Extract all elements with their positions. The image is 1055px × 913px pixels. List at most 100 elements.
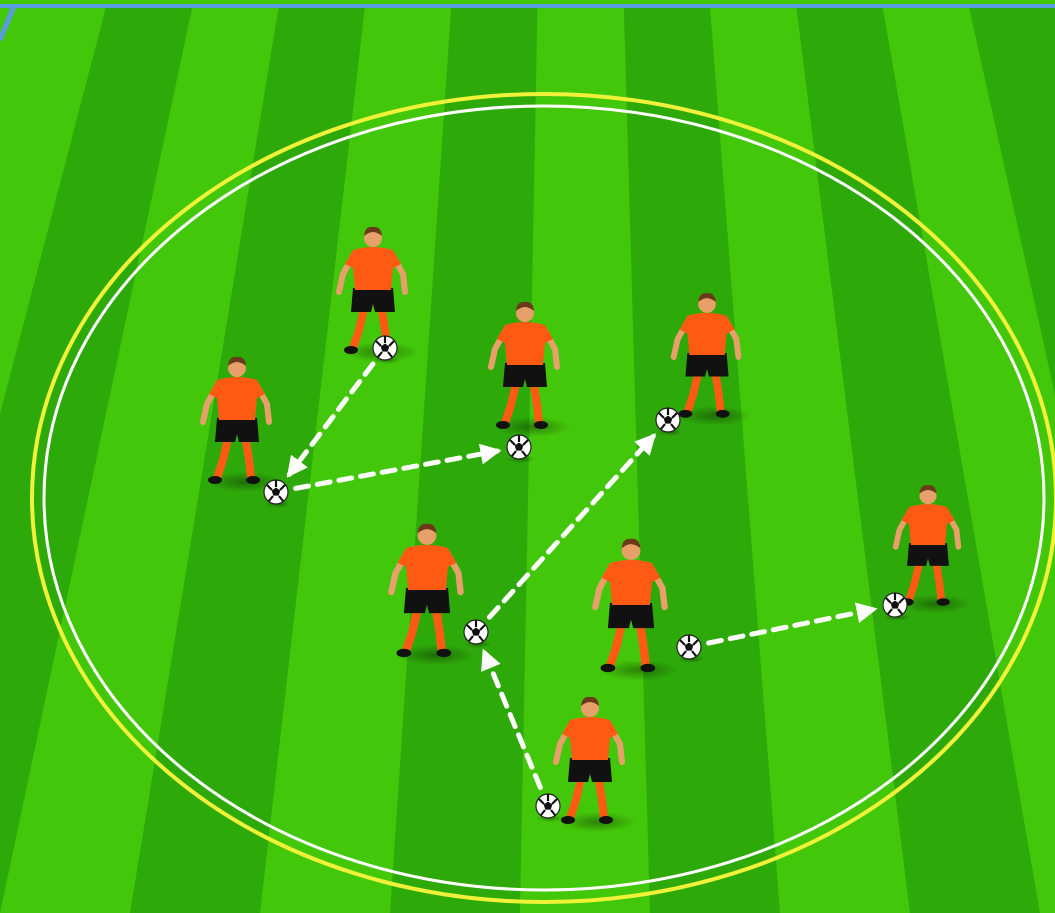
- player-shorts: [503, 363, 547, 387]
- ball-patch: [890, 600, 900, 609]
- player-leg: [431, 600, 446, 656]
- ball-patch: [380, 343, 390, 352]
- player-jersey: [209, 377, 265, 420]
- player-hair: [621, 538, 641, 549]
- player-shorts: [351, 288, 395, 312]
- player-boot: [561, 816, 575, 824]
- pass-arrow-icon: [286, 361, 376, 478]
- player-jersey: [397, 544, 457, 590]
- grass-stripe: [0, 6, 193, 913]
- player-shadow: [495, 417, 571, 437]
- balls: [263, 335, 911, 822]
- pass-arrow-icon: [486, 433, 657, 620]
- ball-seams: [679, 635, 699, 657]
- soccer-ball-icon: [535, 793, 564, 822]
- player-icon: [892, 485, 972, 614]
- player-jersey: [562, 717, 618, 760]
- ball-patch: [271, 487, 281, 496]
- player-boot: [936, 598, 950, 606]
- outer-ring: [30, 92, 1055, 904]
- player-leg: [401, 600, 423, 656]
- player-leg: [710, 364, 725, 416]
- grass-stripe: [796, 6, 1040, 913]
- ball-patch: [514, 442, 524, 451]
- pass-arrow-icon: [706, 602, 878, 646]
- soccer-ball-icon: [463, 619, 492, 648]
- player-head: [621, 540, 641, 560]
- player-boot: [208, 476, 222, 484]
- player-boot: [678, 409, 693, 418]
- player-shadow: [395, 644, 476, 666]
- player-leg: [683, 364, 704, 416]
- player-hair: [919, 485, 937, 494]
- player-hair: [228, 356, 246, 366]
- player-boot: [436, 648, 452, 658]
- ball-patch: [543, 801, 553, 810]
- player-leg: [241, 430, 255, 482]
- player-head: [228, 359, 246, 377]
- player-boot: [715, 409, 730, 418]
- player-shorts: [607, 602, 655, 629]
- player-leg: [213, 430, 233, 482]
- ball-seams: [509, 435, 529, 457]
- player-boot: [534, 421, 548, 429]
- player-jersey: [901, 504, 955, 545]
- grass-stripe: [623, 6, 780, 913]
- soccer-ball-icon: [676, 634, 705, 663]
- player-icon: [488, 301, 571, 437]
- player-boot: [600, 663, 616, 673]
- player-boot: [640, 663, 656, 673]
- player-shadow: [560, 812, 636, 832]
- player-shadow: [677, 405, 753, 426]
- player-shorts: [685, 353, 729, 377]
- player-head: [516, 304, 534, 322]
- player-hair: [364, 226, 382, 236]
- soccer-ball-icon: [506, 434, 535, 463]
- ball-patch: [471, 627, 481, 636]
- player-jersey: [497, 322, 553, 365]
- soccer-ball-icon: [655, 407, 684, 436]
- player-boot: [344, 346, 358, 354]
- ball-patch: [663, 415, 673, 424]
- player-leg: [635, 615, 650, 671]
- pass-arrow-icon: [481, 648, 543, 791]
- player-jersey: [679, 312, 735, 355]
- player-icon: [592, 538, 680, 681]
- ball-seams: [266, 480, 286, 502]
- player-leg: [501, 375, 521, 427]
- player-leg: [931, 554, 946, 604]
- circle-boundary: [30, 92, 1055, 904]
- player-jersey: [345, 247, 401, 290]
- player-leg: [349, 300, 369, 352]
- player-shorts: [215, 418, 259, 442]
- pass-arrow-icon: [293, 443, 502, 491]
- player-leg: [529, 375, 543, 427]
- ball-seams: [658, 408, 678, 430]
- players: [200, 226, 972, 832]
- player-leg: [605, 615, 627, 671]
- ball-seams: [538, 794, 558, 816]
- player-shadow: [207, 472, 283, 492]
- player-leg: [594, 770, 608, 822]
- player-shorts: [568, 758, 612, 782]
- player-leg: [905, 554, 925, 604]
- soccer-ball-icon: [882, 592, 911, 621]
- player-head: [698, 295, 716, 313]
- player-hair: [698, 293, 716, 303]
- player-shorts: [403, 587, 451, 614]
- soccer-ball-icon: [372, 335, 401, 364]
- player-icon: [200, 356, 283, 492]
- player-jersey: [601, 559, 661, 605]
- player-head: [919, 487, 937, 505]
- ball-patch: [684, 642, 694, 651]
- player-boot: [396, 648, 412, 658]
- player-head: [364, 229, 382, 247]
- player-boot: [599, 816, 613, 824]
- player-icon: [670, 293, 753, 426]
- player-shadow: [899, 594, 972, 614]
- player-icon: [553, 696, 636, 832]
- player-leg: [566, 770, 586, 822]
- player-hair: [417, 523, 437, 534]
- ball-seams: [466, 620, 486, 642]
